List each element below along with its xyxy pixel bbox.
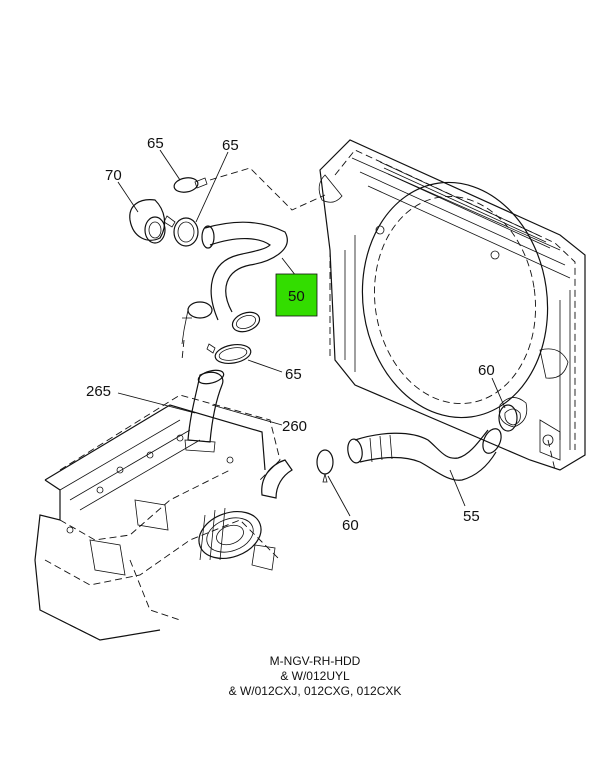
callout-65-top-right: 65 [222, 137, 239, 154]
clamp-65-upper [173, 177, 208, 193]
callout-60-left: 60 [342, 517, 359, 534]
diagram-caption: M-NGV-RH-HDD & W/012UYL & W/012CXJ, 012C… [200, 654, 430, 699]
callout-60-right: 60 [478, 362, 495, 379]
clamp-65-lower [206, 343, 252, 364]
callout-260: 260 [282, 418, 307, 435]
engine-block [34, 394, 293, 641]
bracket [181, 301, 213, 361]
callout-55: 55 [463, 508, 480, 525]
elbow-70 [129, 199, 166, 244]
pipe-260 [184, 369, 225, 453]
assembly-reference-line [209, 167, 326, 211]
callout-65-lower: 65 [285, 366, 302, 383]
caption-line-3: & W/012CXJ, 012CXG, 012CXK [228, 684, 402, 698]
hose-55 [347, 428, 502, 481]
caption-line-1: M-NGV-RH-HDD [269, 654, 361, 668]
callout-50-highlight[interactable] [275, 273, 318, 317]
hose-50 [201, 221, 288, 333]
callout-265: 265 [86, 383, 111, 400]
radiator-assembly [318, 139, 586, 471]
caption-line-2: & W/012UYL [280, 669, 350, 683]
clamp-60-left [316, 449, 334, 483]
clamp-60-right [498, 404, 518, 432]
clamp-65-middle [163, 215, 199, 247]
callout-50[interactable]: 50 [288, 288, 305, 305]
leader-lines [117, 149, 506, 517]
callout-65-top-left: 65 [147, 135, 164, 152]
callout-70: 70 [105, 167, 122, 184]
